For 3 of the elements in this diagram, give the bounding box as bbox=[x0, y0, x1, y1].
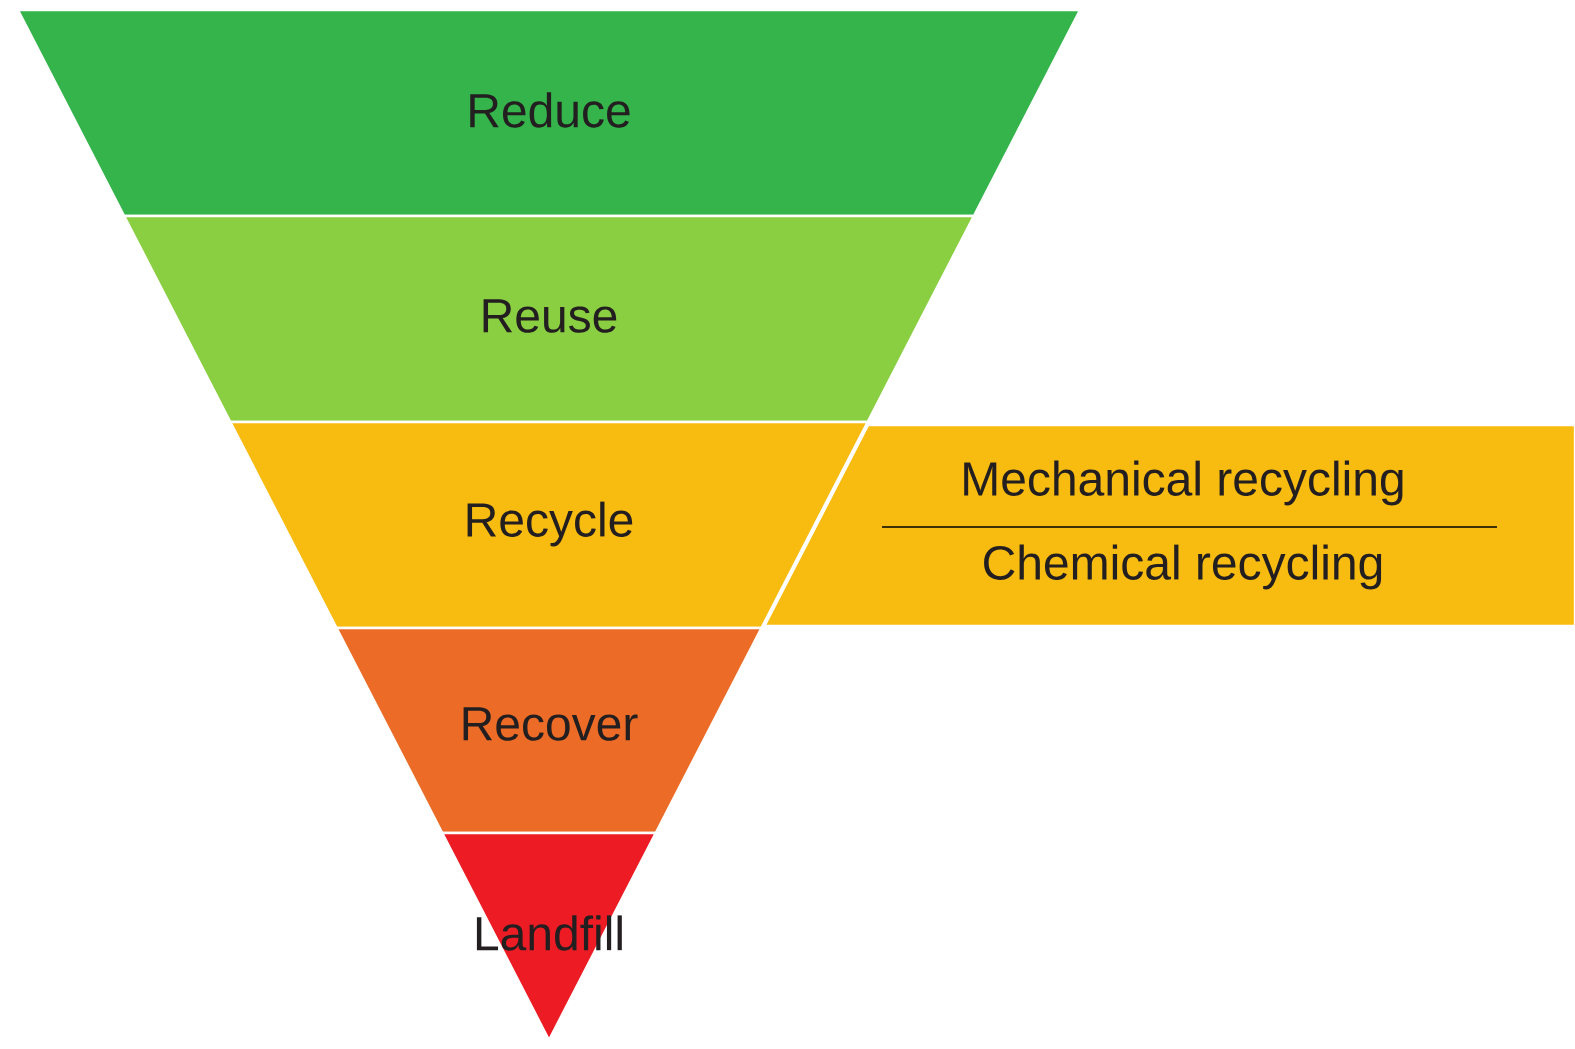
hierarchy-band: Reduce bbox=[16, 8, 1082, 218]
node-label: Chemical recycling bbox=[984, 544, 1382, 590]
node-label: Mechanical recycling bbox=[964, 460, 1403, 506]
